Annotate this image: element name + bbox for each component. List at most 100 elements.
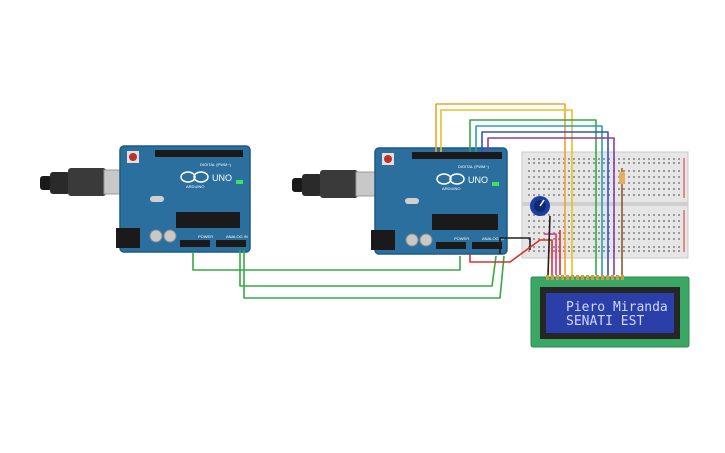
breadboard-hole (548, 214, 550, 216)
breadboard-hole (598, 238, 600, 240)
breadboard-hole (548, 176, 550, 178)
breadboard-hole (678, 188, 680, 190)
breadboard-hole (538, 250, 540, 252)
lcd-pin (586, 275, 589, 280)
breadboard-hole (603, 182, 605, 184)
breadboard-hole (588, 250, 590, 252)
breadboard-hole (548, 162, 550, 164)
breadboard-hole (588, 162, 590, 164)
breadboard-hole (623, 250, 625, 252)
breadboard-hole (648, 250, 650, 252)
breadboard-hole (573, 226, 575, 228)
breadboard-hole (648, 182, 650, 184)
breadboard-hole (628, 182, 630, 184)
breadboard-hole (638, 182, 640, 184)
breadboard-hole (553, 182, 555, 184)
breadboard-hole (628, 176, 630, 178)
breadboard-hole (568, 214, 570, 216)
wire-orange[interactable] (435, 103, 566, 275)
arduino-right[interactable]: DIGITAL (PWM~) UNO ARDUINO POWER ANALOG … (292, 147, 508, 255)
wire-blue[interactable] (481, 131, 609, 275)
breadboard-hole (533, 194, 535, 196)
wire-purple[interactable] (487, 137, 615, 275)
wire-green[interactable] (469, 119, 597, 275)
breadboard-hole (648, 220, 650, 222)
breadboard-hole (578, 182, 580, 184)
breadboard-hole (568, 250, 570, 252)
breadboard-hole (658, 226, 660, 228)
breadboard-hole (623, 158, 625, 160)
breadboard-hole (653, 194, 655, 196)
arduino-left[interactable]: DIGITAL (PWM~) UNO ARDUINO POWER ANALOG … (40, 145, 251, 253)
lcd-16x2[interactable]: Piero Miranda SENATI EST (530, 275, 690, 348)
breadboard-hole (573, 250, 575, 252)
breadboard-hole (563, 232, 565, 234)
breadboard[interactable] (521, 151, 689, 259)
breadboard-hole (593, 182, 595, 184)
wire-green[interactable] (192, 252, 461, 271)
breadboard-hole (633, 250, 635, 252)
breadboard-hole (563, 250, 565, 252)
breadboard-hole (643, 170, 645, 172)
breadboard-hole (578, 238, 580, 240)
breadboard-hole (533, 232, 535, 234)
breadboard-hole (583, 246, 585, 248)
wire-black[interactable] (499, 237, 531, 254)
wire-pink[interactable] (544, 233, 557, 275)
wire-red[interactable] (469, 239, 553, 275)
wire-green[interactable] (239, 250, 497, 287)
breadboard-hole (583, 188, 585, 190)
breadboard-hole (583, 214, 585, 216)
breadboard-hole (673, 238, 675, 240)
lcd-pin (546, 275, 549, 280)
breadboard-hole (648, 194, 650, 196)
breadboard-hole (608, 170, 610, 172)
breadboard-hole (578, 232, 580, 234)
breadboard-hole (568, 238, 570, 240)
breadboard-hole (673, 158, 675, 160)
wire-black[interactable] (547, 215, 551, 276)
breadboard-hole (653, 238, 655, 240)
breadboard-hole (538, 194, 540, 196)
resistor[interactable] (619, 168, 625, 188)
wire-teal[interactable] (475, 125, 603, 275)
breadboard-hole (553, 250, 555, 252)
breadboard-hole (563, 176, 565, 178)
breadboard-hole (673, 232, 675, 234)
breadboard-hole (578, 162, 580, 164)
breadboard-hole (598, 162, 600, 164)
breadboard-hole (598, 188, 600, 190)
breadboard-hole (668, 182, 670, 184)
breadboard-hole (638, 162, 640, 164)
breadboard-hole (658, 176, 660, 178)
power-jack (371, 230, 395, 250)
board-model: UNO (468, 175, 488, 185)
breadboard-hole (643, 220, 645, 222)
analog-label: ANALOG IN (482, 236, 504, 241)
reset-button[interactable] (129, 153, 137, 161)
breadboard-hole (538, 220, 540, 222)
breadboard-hole (638, 214, 640, 216)
analog-label: ANALOG IN (226, 234, 248, 239)
breadboard-hole (578, 170, 580, 172)
breadboard-hole (643, 250, 645, 252)
breadboard-hole (603, 232, 605, 234)
breadboard-hole (653, 246, 655, 248)
breadboard-hole (673, 182, 675, 184)
breadboard-hole (548, 220, 550, 222)
breadboard-hole (658, 158, 660, 160)
wire-green[interactable] (243, 250, 505, 299)
breadboard-hole (633, 188, 635, 190)
breadboard-hole (593, 170, 595, 172)
breadboard-hole (548, 158, 550, 160)
breadboard-hole (553, 162, 555, 164)
reset-button[interactable] (384, 155, 392, 163)
potentiometer[interactable] (530, 196, 550, 216)
wire-yellow[interactable] (440, 109, 573, 275)
breadboard-hole (593, 214, 595, 216)
breadboard-hole (668, 176, 670, 178)
breadboard-hole (618, 232, 620, 234)
breadboard-hole (528, 182, 530, 184)
breadboard-hole (673, 162, 675, 164)
